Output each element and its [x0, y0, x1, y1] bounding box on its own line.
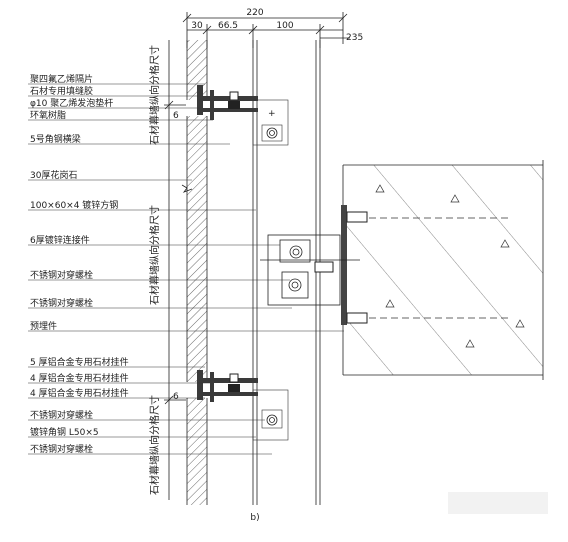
steel-mullion: [252, 40, 321, 505]
callout-bolt-2: 不锈钢对穿螺栓: [30, 297, 93, 309]
gap-dim-top: 6: [173, 111, 179, 121]
dim-seg1: 30: [191, 21, 203, 31]
vertical-label-bottom: 石材幕墙纵向分格尺寸: [148, 395, 161, 495]
dimension-chain: 220 30 66.5 100 235: [182, 8, 363, 48]
callout-sealant: 石材专用填缝胶: [30, 85, 93, 97]
dim-total: 220: [246, 8, 263, 18]
callout-granite: 30厚花岗石: [30, 169, 77, 181]
callout-angle-beam: 5号角钢横梁: [30, 133, 81, 145]
top-bracket: +: [197, 85, 289, 146]
callout-square-tube: 100×60×4 镀锌方钢: [30, 199, 118, 211]
dim-seg2: 66.5: [218, 21, 238, 31]
callout-texts: 聚四氟乙烯隔片 石材专用填缝胶 φ10 聚乙烯发泡垫杆 环氧树脂 5号角钢横梁 …: [30, 73, 129, 455]
callout-hanger-4mm-a: 4 厚铝合金专用石材挂件: [30, 372, 129, 384]
callout-bolt-4: 不锈钢对穿螺栓: [30, 443, 93, 455]
callout-connector: 6厚镀锌连接件: [30, 234, 90, 246]
vertical-label-top: 石材幕墙纵向分格尺寸: [148, 45, 161, 145]
callout-ptfe-spacer: 聚四氟乙烯隔片: [30, 73, 93, 85]
vertical-dimension: 石材幕墙纵向分格尺寸 石材幕墙纵向分格尺寸 石材幕墙纵向分格尺寸 6 6: [148, 40, 186, 500]
dim-seg3: 100: [276, 21, 293, 31]
gap-dim-bottom: 6: [173, 392, 179, 402]
callout-bolt-1: 不锈钢对穿螺栓: [30, 269, 93, 281]
callout-angle-steel: 镀锌角钢 L50×5: [30, 426, 99, 438]
leader-lines: [28, 83, 344, 455]
figure-caption: b): [250, 513, 259, 523]
middle-connector: [260, 234, 360, 306]
callout-hanger-4mm-b: 4 厚铝合金专用石材挂件: [30, 387, 129, 399]
callout-embedded-part: 预埋件: [30, 320, 57, 332]
bottom-bracket: [197, 370, 289, 441]
vertical-label-middle: 石材幕墙纵向分格尺寸: [148, 205, 161, 305]
svg-text:+: +: [268, 109, 276, 119]
callout-epoxy: 环氧树脂: [30, 109, 66, 121]
callout-bolt-3: 不锈钢对穿螺栓: [30, 409, 93, 421]
watermark: [448, 492, 548, 514]
callout-foam-rod: φ10 聚乙烯发泡垫杆: [30, 97, 113, 109]
callout-hanger-5mm: 5 厚铝合金专用石材挂件: [30, 356, 129, 368]
concrete-slab: [342, 160, 544, 380]
dim-right: 235: [346, 33, 363, 43]
embedded-plate: [341, 205, 512, 325]
